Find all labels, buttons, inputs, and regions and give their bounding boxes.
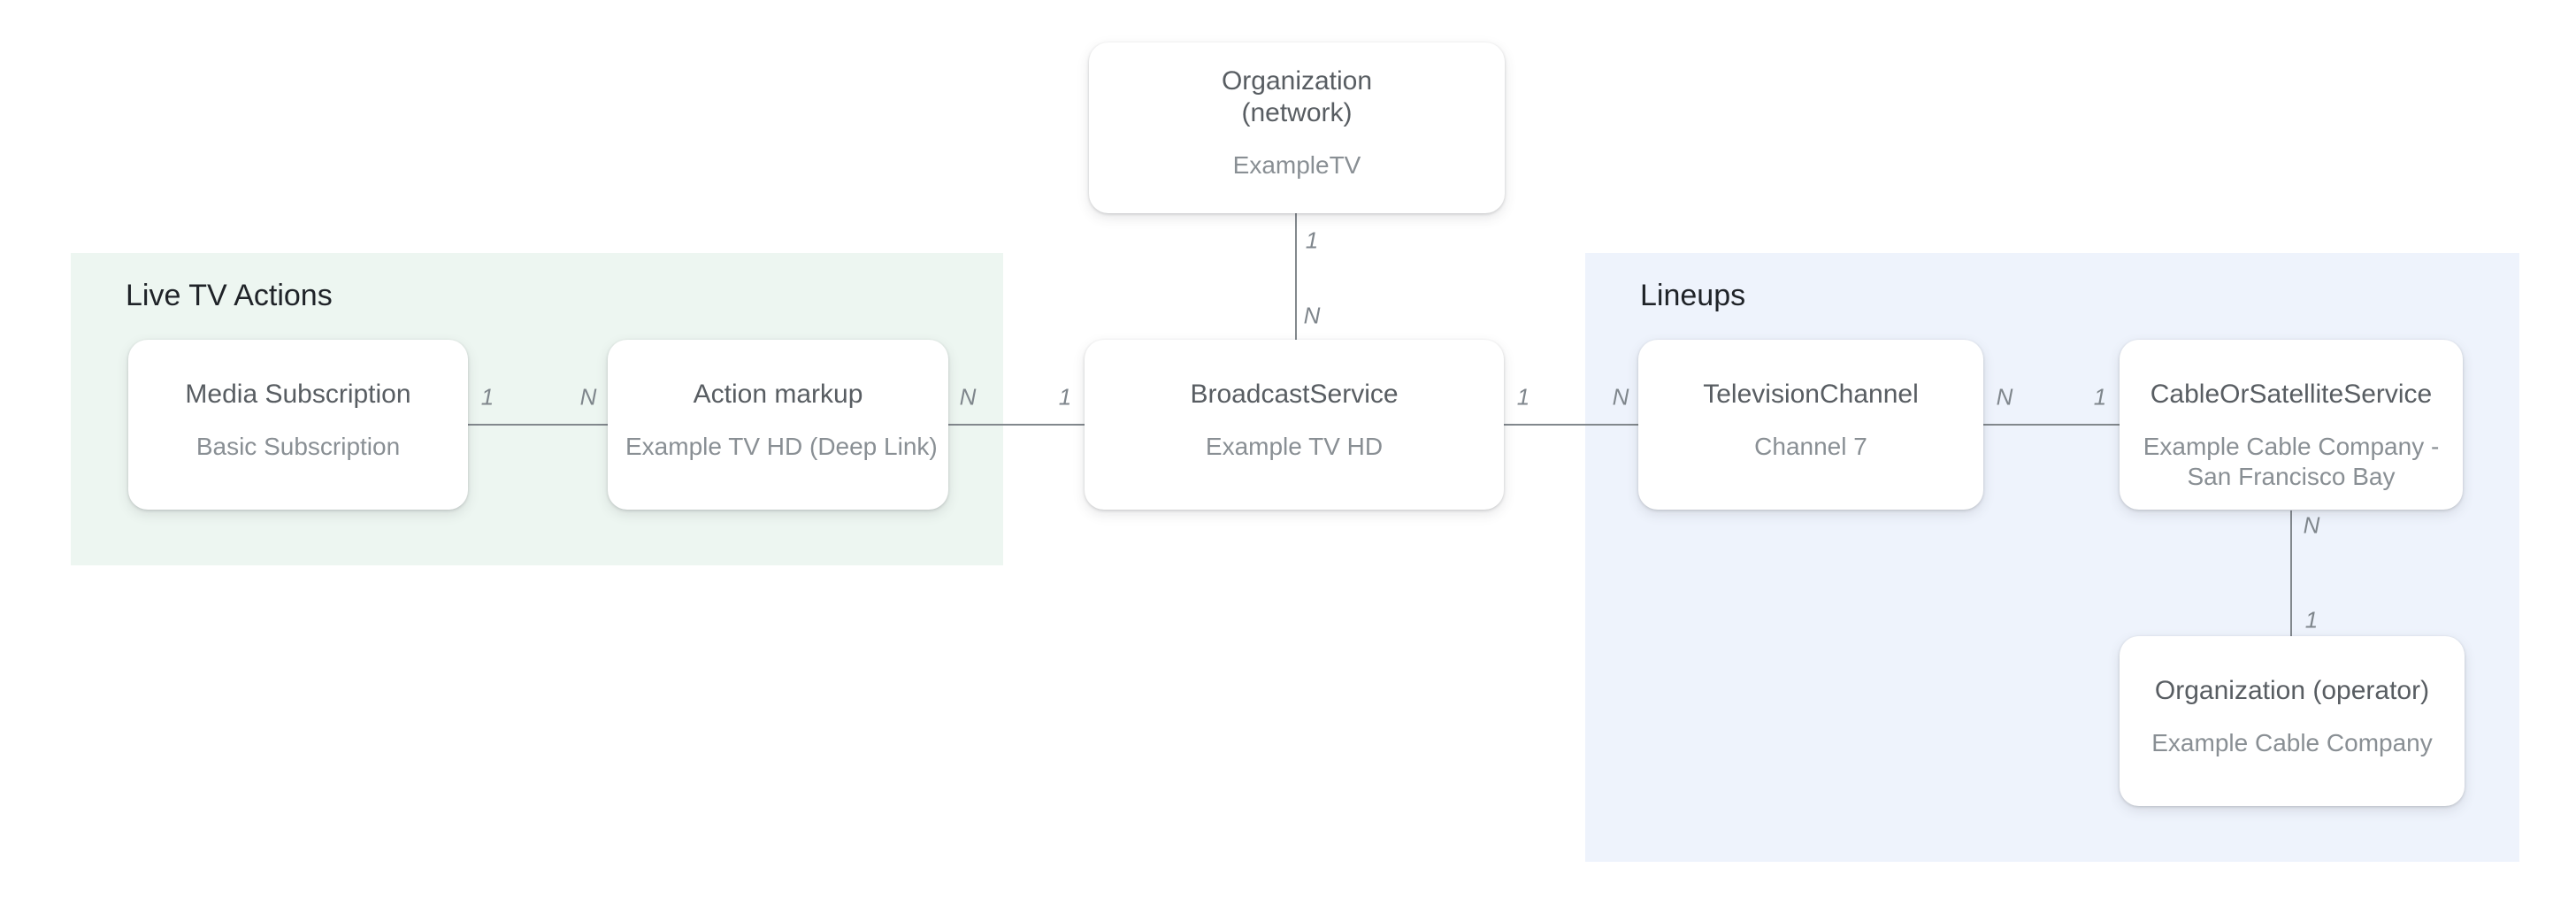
node-subtitle: Basic Subscription (196, 433, 401, 460)
node-subtitle: Example Cable Company - San Francisco Ba… (2143, 433, 2440, 490)
node-subtitle: Channel 7 (1754, 433, 1867, 460)
edge-mediasubscription-to-actionmarkup (468, 424, 608, 426)
node-broadcast-service: BroadcastService Example TV HD (1085, 340, 1504, 510)
node-title: Organization (network) (1221, 66, 1373, 127)
region-heading-live-tv-actions: Live TV Actions (126, 279, 333, 312)
node-organization-network: Organization (network) ExampleTV (1089, 42, 1505, 213)
node-title: Action markup (693, 380, 863, 409)
node-subtitle: Example Cable Company (2151, 729, 2433, 756)
node-television-channel: TelevisionChannel Channel 7 (1638, 340, 1983, 510)
node-title: TelevisionChannel (1703, 380, 1919, 409)
cardinality-label: 1 (2304, 606, 2319, 633)
cardinality-label: N (959, 383, 977, 411)
node-media-subscription: Media Subscription Basic Subscription (128, 340, 468, 510)
node-title: Media Subscription (185, 380, 411, 409)
cardinality-label: 1 (1058, 383, 1072, 411)
cardinality-label: 1 (1516, 383, 1530, 411)
cardinality-label: 1 (2093, 383, 2107, 411)
edge-broadcastservice-to-televisionchannel (1504, 424, 1638, 426)
node-organization-operator: Organization (operator) Example Cable Co… (2120, 636, 2465, 806)
node-title: CableOrSatelliteService (2150, 380, 2433, 409)
cardinality-label: N (1303, 302, 1321, 329)
cardinality-label: N (2303, 511, 2320, 539)
region-heading-lineups: Lineups (1640, 279, 1746, 312)
cardinality-label: 1 (1305, 226, 1319, 254)
node-action-markup: Action markup Example TV HD (Deep Link) (608, 340, 948, 510)
edge-network-to-broadcastservice (1295, 213, 1297, 340)
node-cable-or-satellite-service: CableOrSatelliteService Example Cable Co… (2120, 340, 2463, 510)
edge-actionmarkup-to-broadcastservice (948, 424, 1085, 426)
node-title: BroadcastService (1190, 380, 1399, 409)
node-title: Organization (operator) (2154, 676, 2430, 705)
node-subtitle: Example TV HD (Deep Link) (625, 433, 938, 460)
cardinality-label: N (579, 383, 597, 411)
node-subtitle: ExampleTV (1232, 151, 1361, 179)
edge-cableservice-to-operator (2290, 511, 2292, 636)
cardinality-label: N (1996, 383, 2013, 411)
cardinality-label: N (1612, 383, 1629, 411)
node-subtitle: Example TV HD (1205, 433, 1384, 460)
cardinality-label: 1 (480, 383, 494, 411)
edge-televisionchannel-to-cableservice (1983, 424, 2120, 426)
